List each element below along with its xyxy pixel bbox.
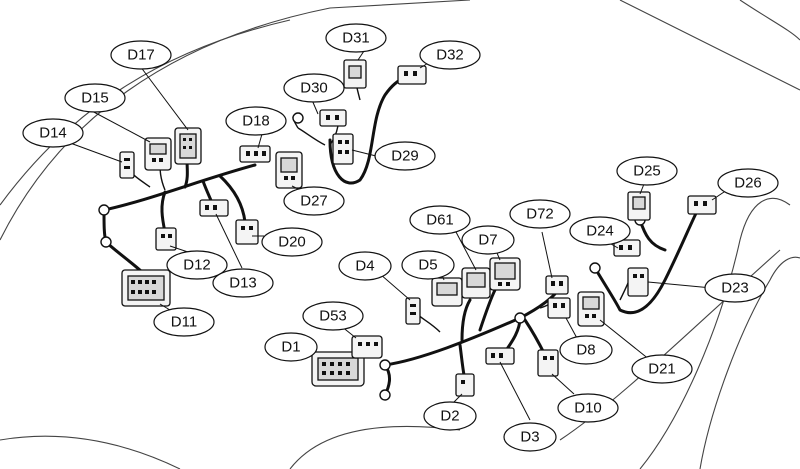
label-d23: D23 [704, 273, 766, 303]
label-d11-text: D11 [171, 314, 197, 331]
connector-d53 [351, 335, 383, 359]
connector-d20 [235, 219, 259, 245]
label-d53: D53 [302, 301, 364, 331]
connector-d30 [319, 109, 347, 127]
label-d18: D18 [225, 106, 287, 136]
connector-d10 [537, 349, 559, 377]
connectors [119, 59, 717, 397]
label-d18-text: D18 [242, 113, 270, 130]
connector-d11 [121, 269, 171, 307]
label-d4: D4 [338, 251, 392, 281]
label-d61: D61 [409, 205, 471, 235]
connector-d31 [343, 59, 367, 89]
label-d31: D31 [325, 23, 387, 53]
connector-d14 [119, 151, 135, 179]
label-d61-text: D61 [426, 212, 454, 229]
label-d10: D10 [557, 393, 619, 423]
label-d72-text: D72 [526, 206, 554, 223]
label-d72: D72 [509, 199, 571, 229]
label-d2-text: D2 [440, 408, 459, 425]
label-d14-text: D14 [39, 125, 67, 142]
label-d17: D17 [110, 40, 172, 70]
label-d7: D7 [461, 225, 515, 255]
harness-clips [98, 112, 646, 401]
connector-d5 [431, 277, 463, 307]
connector-d32 [397, 65, 427, 85]
label-d30: D30 [283, 73, 345, 103]
label-d3-text: D3 [520, 429, 539, 446]
clip-center-lower [379, 389, 391, 401]
label-d12: D12 [166, 250, 228, 280]
label-d15-text: D15 [81, 90, 109, 107]
label-d3: D3 [503, 422, 557, 452]
label-d25-text: D25 [633, 163, 661, 180]
label-d2: D2 [423, 401, 477, 431]
label-d27: D27 [283, 186, 345, 216]
clip-center-left [379, 359, 391, 371]
connector-d4 [405, 297, 421, 325]
label-d12-text: D12 [183, 257, 211, 274]
label-d21-text: D21 [648, 361, 676, 378]
label-d29: D29 [374, 141, 436, 171]
connector-d29 [332, 133, 354, 165]
label-d5-text: D5 [418, 257, 437, 274]
connector-d24 [613, 239, 641, 257]
connector-d18 [239, 145, 271, 163]
label-d14: D14 [22, 118, 84, 148]
label-d32: D32 [419, 40, 481, 70]
label-d13-text: D13 [229, 275, 257, 292]
clip-center-right [514, 312, 526, 324]
clip-right-lower [589, 262, 601, 274]
label-d5: D5 [401, 250, 455, 280]
label-d32-text: D32 [436, 47, 464, 64]
label-d27-text: D27 [300, 193, 328, 210]
label-d15: D15 [64, 83, 126, 113]
label-d13: D13 [212, 268, 274, 298]
label-d24: D24 [569, 216, 631, 246]
connector-d2 [455, 373, 475, 397]
label-d8-text: D8 [576, 342, 595, 359]
connector-d26 [687, 195, 717, 215]
connector-d12 [155, 227, 177, 251]
label-d21: D21 [631, 354, 693, 384]
label-d23-text: D23 [721, 280, 749, 297]
label-d17-text: D17 [127, 47, 155, 64]
label-d30-text: D30 [300, 80, 328, 97]
clip-left-lower [100, 236, 112, 248]
label-d26-text: D26 [734, 175, 762, 192]
connector-d3 [485, 347, 515, 365]
connector-d1 [311, 351, 365, 387]
connector-d23 [627, 267, 649, 297]
connector-d72 [545, 275, 569, 295]
connector-d15 [144, 137, 172, 171]
label-d8: D8 [559, 335, 613, 365]
label-d1-text: D1 [281, 339, 300, 356]
connector-d27 [275, 151, 303, 189]
connector-d25 [627, 191, 651, 221]
label-d29-text: D29 [391, 148, 419, 165]
connector-d13 [199, 199, 229, 217]
label-d53-text: D53 [319, 308, 347, 325]
label-d26: D26 [717, 168, 779, 198]
connector-d8 [547, 297, 571, 319]
label-d10-text: D10 [574, 400, 602, 417]
clip-upper [292, 112, 304, 124]
label-d20: D20 [261, 227, 323, 257]
label-d4-text: D4 [355, 258, 374, 275]
connector-d61 [461, 267, 491, 299]
clip-left-upper [98, 204, 110, 216]
label-d24-text: D24 [586, 223, 614, 240]
label-d7-text: D7 [478, 232, 497, 249]
connector-d17 [174, 127, 202, 165]
label-d11: D11 [153, 307, 215, 337]
label-d31-text: D31 [342, 30, 370, 47]
label-d20-text: D20 [278, 234, 306, 251]
label-d25: D25 [616, 156, 678, 186]
label-d1: D1 [264, 332, 318, 362]
connector-d7 [489, 257, 521, 291]
labels: D17 D31 D32 D15 D30 D14 D18 D29 D27 D25 … [22, 23, 779, 452]
connector-d21 [577, 291, 605, 327]
